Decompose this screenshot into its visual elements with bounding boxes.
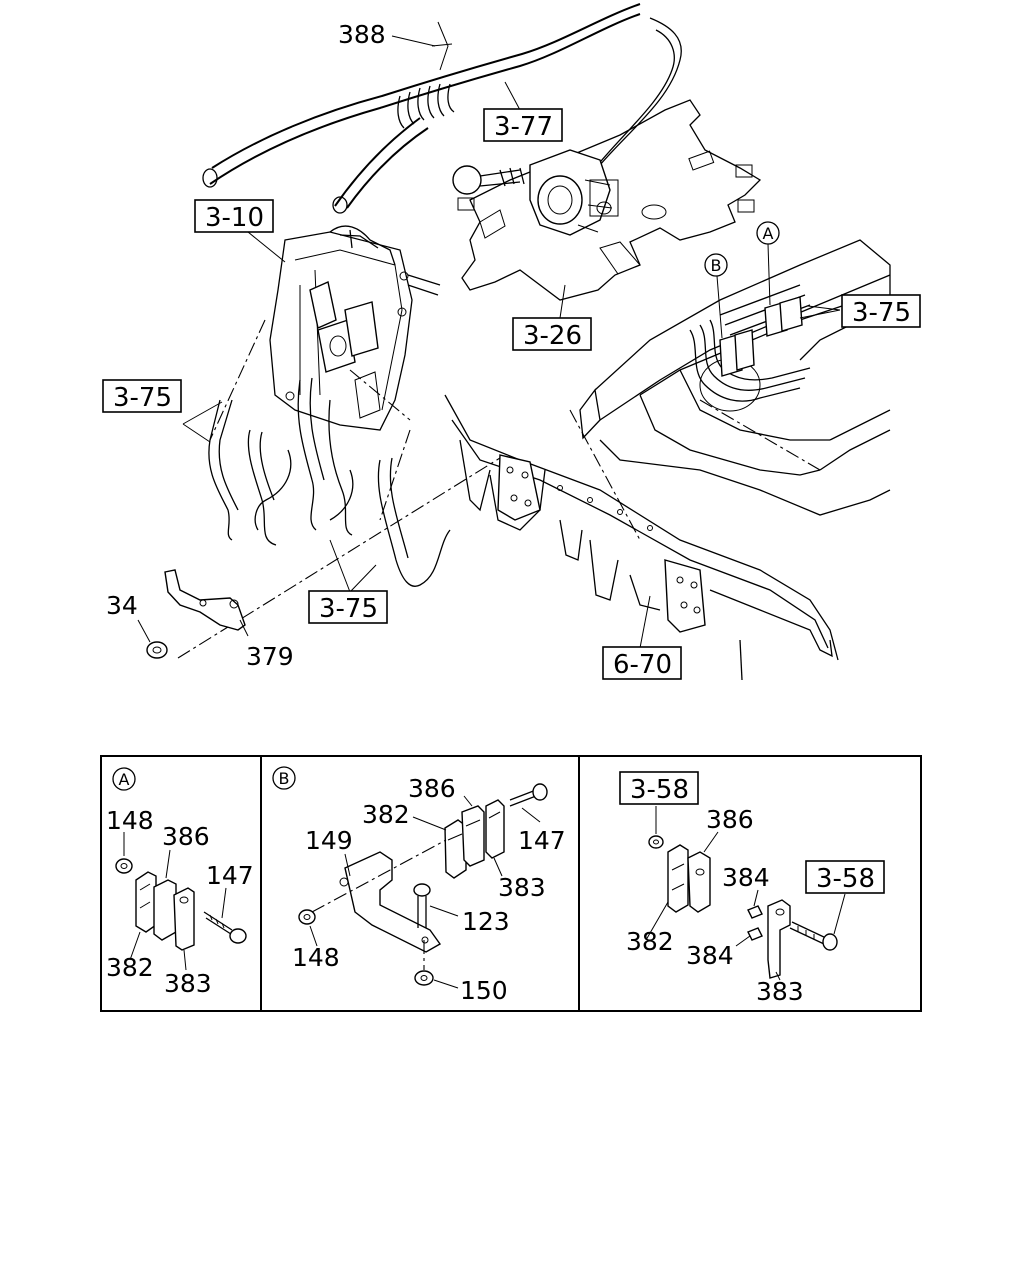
svg-text:3-26: 3-26 [523,321,582,351]
bracket-assembly-3-26 [452,99,762,301]
main-exploded-view: 388 34 379 3-77 3-10 3-26 3-75 3-75 3-75 [102,3,921,681]
detail-a: A 148 386 147 382 383 [106,767,254,998]
bolt-123 [417,896,427,928]
svg-text:3-10: 3-10 [205,203,264,233]
ref-box-3-75-left[interactable]: 3-75 [102,379,182,413]
callout-148-b: 148 [292,943,340,972]
bolt-147-b [509,789,537,807]
svg-text:3-75: 3-75 [852,298,911,328]
detail-b-marker: B [279,769,290,788]
detail-b: B 386 382 [272,766,566,1005]
ref-box-3-75-right[interactable]: 3-75 [841,294,921,328]
clip-bracket-379 [164,569,246,631]
detail-marker-a[interactable]: A [756,221,780,245]
callout-384-bottom: 384 [686,941,734,970]
ref-box-6-70[interactable]: 6-70 [602,646,682,680]
detail-c: 3-58 3-58 386 [619,771,885,1006]
callout-147-b: 147 [518,826,566,855]
crossmember-6-70 [444,394,839,681]
svg-text:A: A [763,224,774,243]
callout-383-b: 383 [498,873,546,902]
detail-frame [100,755,922,1012]
chassis-frame [579,239,891,516]
callout-149: 149 [305,826,353,855]
callout-123: 123 [462,907,510,936]
callout-382-c: 382 [626,927,674,956]
ref-box-3-77[interactable]: 3-77 [483,108,563,142]
detail-marker-b[interactable]: B [704,253,728,277]
clamp-383-b [485,799,505,859]
callout-147: 147 [206,861,254,890]
detail-a-marker: A [119,770,130,789]
callout-382: 382 [106,953,154,982]
svg-text:3-75: 3-75 [319,594,378,624]
bolt-3-58 [789,921,827,945]
bolt-147 [203,911,235,937]
brake-lines-3-75 [208,377,451,587]
callout-384-top: 384 [722,863,770,892]
pedal-assembly-3-10 [269,225,441,431]
clamp-383-c [767,899,791,979]
clamp-383 [173,887,195,951]
callout-383: 383 [164,969,212,998]
detail-panels: A 148 386 147 382 383 B [100,755,922,1012]
callout-379: 379 [246,642,294,671]
nut-34 [146,641,168,659]
clamp-382-c [667,844,689,913]
callout-386-c: 386 [706,805,754,834]
ref-box-3-75-bottom[interactable]: 3-75 [308,590,388,624]
clamp-386-b [461,805,485,867]
spacer-384-top [747,905,763,919]
callout-150: 150 [460,976,508,1005]
bracket-149 [344,851,442,953]
clamp-382 [135,871,157,933]
hose-388 [202,3,641,214]
callout-34: 34 [106,591,138,620]
callout-148: 148 [106,806,154,835]
ref-box-3-58-right[interactable]: 3-58 [805,860,885,894]
callout-386: 386 [162,822,210,851]
callout-388: 388 [338,20,386,49]
clamp-386 [153,879,177,941]
callout-382-b: 382 [362,800,410,829]
callout-383-c: 383 [756,977,804,1006]
nut-3-58 [648,835,664,849]
nut-148 [115,858,133,874]
svg-text:3-75: 3-75 [113,383,172,413]
spacer-384-bottom [747,927,763,941]
ref-box-3-26[interactable]: 3-26 [512,317,592,351]
nut-148-b [298,909,316,925]
callout-386-b: 386 [408,774,456,803]
ref-box-3-10[interactable]: 3-10 [194,199,274,233]
ref-box-3-58-top[interactable]: 3-58 [619,771,699,805]
nut-150 [414,970,434,986]
clamp-386-c [687,851,711,913]
svg-text:6-70: 6-70 [613,650,672,680]
svg-text:3-77: 3-77 [494,112,553,142]
svg-text:3-58: 3-58 [816,864,875,894]
svg-text:B: B [711,256,722,275]
svg-text:3-58: 3-58 [630,775,689,805]
